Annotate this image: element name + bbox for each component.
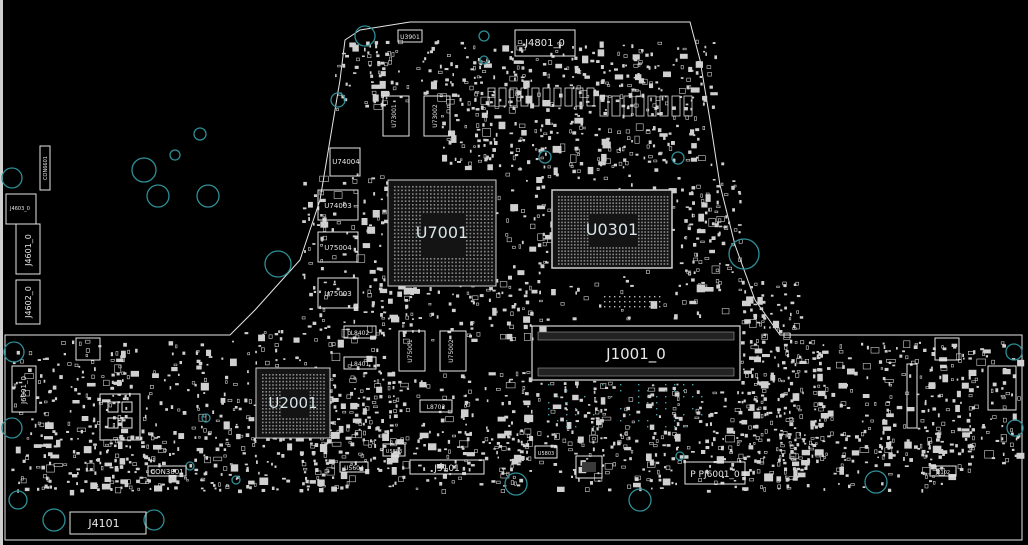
inductor-l8401-label: L8401: [351, 361, 370, 368]
connector-j1001[interactable]: J1001_0: [531, 325, 741, 381]
connector-con6601[interactable]: CON6601: [39, 145, 51, 191]
connector-con3801-label: CON3801: [150, 468, 183, 476]
inductor-l8402[interactable]: L8402: [343, 325, 377, 339]
chip-u0301[interactable]: U0301: [551, 189, 673, 269]
connector-j1001-label: J1001_0: [605, 345, 666, 364]
chip-u74004-label: U74004: [332, 158, 360, 166]
chip-u75002[interactable]: U75002: [439, 330, 467, 372]
chip-u5604-label: U5604: [344, 465, 364, 472]
connector-j6001[interactable]: J6001_0: [11, 365, 37, 413]
smd-pad-field: [11, 39, 1025, 496]
connector-j3102-label: J3102: [935, 470, 950, 476]
connector-j4602[interactable]: J4602_0: [15, 279, 41, 325]
chip-u74003-label: U74003: [324, 202, 351, 210]
connector-pj6001[interactable]: P PJ6001_0: [684, 461, 746, 485]
connector-right-edge[interactable]: [987, 365, 1017, 411]
chip-u75003[interactable]: U75003: [317, 277, 359, 309]
chip-u5803b[interactable]: U5803: [534, 445, 558, 459]
chip-u74003[interactable]: U74003: [317, 189, 359, 221]
chip-u5604[interactable]: U5604: [339, 461, 369, 473]
connector-j4101[interactable]: J4101: [69, 511, 147, 535]
chip-u5803-label: U5803: [386, 449, 402, 455]
mounting-holes: [1, 25, 1024, 532]
connector-left-square[interactable]: [75, 337, 101, 361]
chip-u73002-label: U73002: [432, 104, 439, 128]
connector-j4101-label: J4101: [87, 517, 119, 530]
connector-con3801[interactable]: CON3801: [147, 465, 187, 477]
chip-u73002[interactable]: U73002: [423, 95, 451, 137]
connector-right-vertical[interactable]: [906, 363, 918, 429]
connector-j4603[interactable]: J4603_0: [5, 193, 37, 225]
connector-j4601[interactable]: J4601_0: [15, 223, 41, 275]
chip-u73001[interactable]: U73001: [382, 95, 410, 137]
chip-u3901-label: U3901: [400, 34, 420, 41]
connector-j3101-label: J3101: [433, 464, 460, 474]
chip-u5803b-label: U5803: [538, 451, 554, 457]
chip-u74004[interactable]: U74004: [329, 147, 361, 177]
chip-u75002-label: U75002: [448, 339, 455, 363]
connector-j6001-label: J6001_0: [20, 376, 28, 405]
inductor-l8401[interactable]: L8401: [343, 356, 377, 370]
connector-j4603-label: J4603_0: [9, 206, 30, 212]
chip-u75001-label: U75001: [407, 339, 414, 363]
chip-u75004[interactable]: U75004: [317, 231, 359, 263]
chip-u75004-label: U75004: [324, 244, 352, 252]
connector-con6601-label: CON6601: [43, 156, 49, 180]
chip-u3901[interactable]: U3901: [397, 29, 423, 43]
chip-bottom-center[interactable]: [575, 455, 603, 479]
chip-u75001[interactable]: U75001: [398, 330, 426, 372]
inductor-l8702[interactable]: L8702: [419, 399, 453, 413]
connector-j3101[interactable]: J3101: [409, 459, 485, 475]
connector-j4801[interactable]: J4801_0: [514, 29, 576, 57]
connector-j4601-label: J4601_0: [24, 234, 33, 267]
connector-j4801-label: J4801_0: [524, 38, 565, 49]
connector-j4602-label: J4602_0: [24, 286, 33, 319]
inductor-l8702-label: L8702: [427, 404, 446, 411]
chip-u0301-label: U0301: [586, 220, 638, 239]
chip-u2001-label: U2001: [268, 394, 317, 412]
chip-u73001-label: U73001: [391, 104, 398, 128]
inductor-l8402-label: L8402: [351, 330, 370, 337]
power-block-left[interactable]: [99, 393, 141, 441]
chip-u7001[interactable]: U7001: [387, 179, 497, 287]
connector-pj6001-label: P PJ6001_0: [690, 470, 740, 480]
chip-u5803[interactable]: U5803: [382, 443, 406, 457]
chip-u75003-label: U75003: [324, 290, 351, 298]
chip-u7001-label: U7001: [416, 223, 468, 242]
chip-u2001[interactable]: U2001: [255, 367, 331, 439]
board-outline: [4, 21, 1023, 541]
connector-right-square[interactable]: [934, 337, 960, 361]
connector-j3102[interactable]: J3102: [929, 465, 957, 477]
